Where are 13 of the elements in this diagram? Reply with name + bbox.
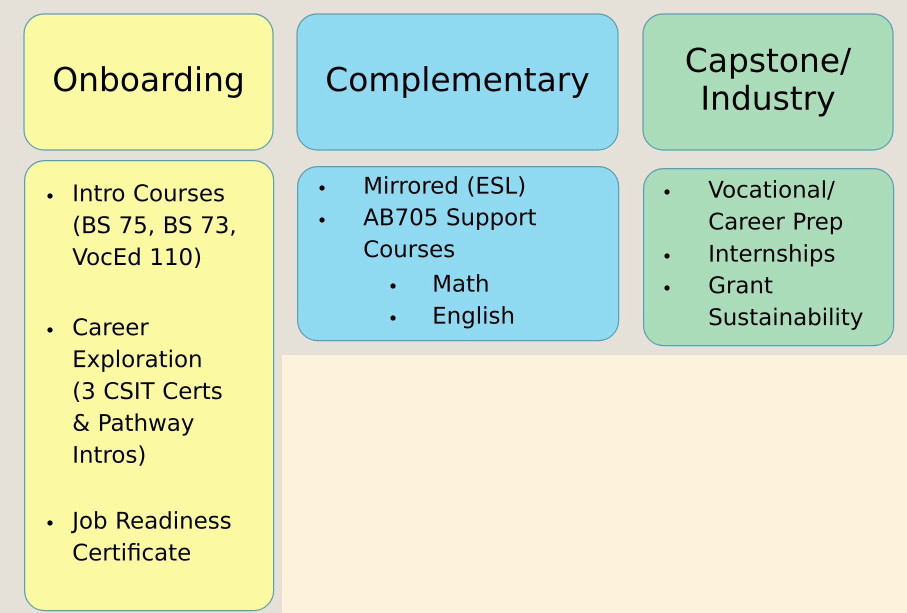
bullet-item: Internships — [710, 244, 834, 266]
bullet-item: Math — [434, 274, 488, 292]
bullet-item: Vocational/ Career Prep — [708, 180, 842, 234]
bullet-item: Career Exploration (3 CSIT Certs & Pathway Intros) — [74, 318, 222, 466]
heading-box: Onboarding — [23, 13, 274, 151]
bullet-item: Intro Courses (BS 75, BS 73, VocEd 110) — [72, 184, 234, 268]
bullet-item: Mirrored (ESL) — [365, 176, 524, 197]
bullet-item: English — [434, 306, 514, 328]
bullet-item: AB705 Support Courses — [363, 208, 536, 258]
bullet-item: Job Readiness Certificate — [71, 511, 231, 561]
heading-box: Complementary — [296, 13, 619, 151]
heading-box: Capstone/ Industry — [642, 13, 894, 151]
bullet-item: Grant Sustainability — [709, 276, 863, 330]
